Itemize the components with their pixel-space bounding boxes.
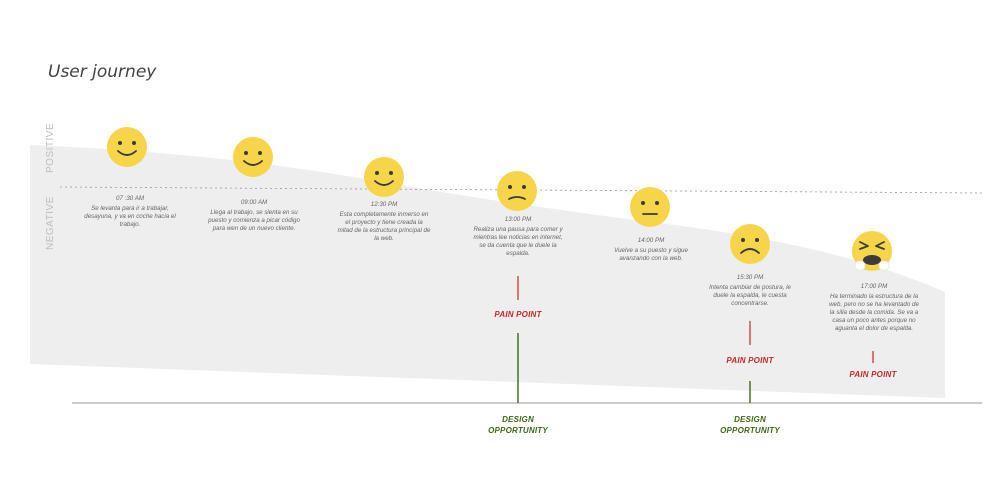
pain-point-label: PAIN POINT <box>494 310 542 319</box>
axis-label-negative: NEGATIVE <box>45 196 56 250</box>
journey-step: 14:00 PM Vuelve a su puesto y sigue avan… <box>606 237 696 263</box>
slightly-sad-face-icon <box>497 171 537 211</box>
journey-step: 17:00 PM Ha terminado la estructura de l… <box>826 283 922 333</box>
step-description: Intenta cambiar de postura, le duele la … <box>709 284 791 307</box>
step-time: 13:00 PM <box>504 216 532 223</box>
pain-point-label: PAIN POINT <box>849 370 897 379</box>
step-description: Realiza una pausa para comer y mientras … <box>473 226 563 257</box>
sad-face-icon <box>730 224 770 264</box>
journey-step: 09:00 AM Llega al trabajo, se sienta en … <box>208 199 300 233</box>
step-description: Ha terminado la estructura de la web, pe… <box>829 293 919 332</box>
happy-face-icon <box>233 137 273 177</box>
step-time: 17:00 PM <box>860 283 888 290</box>
happy-face-icon <box>364 157 404 197</box>
design-opportunity-line2: OPPORTUNITY <box>720 426 780 435</box>
design-opportunity-label: DESIGN OPPORTUNITY <box>473 414 563 436</box>
design-opportunity-line2: OPPORTUNITY <box>488 426 548 435</box>
step-description: Vuelve a su puesto y sigue avanzando con… <box>614 247 688 262</box>
neutral-face-icon <box>630 187 670 227</box>
pain-point-label: PAIN POINT <box>726 356 774 365</box>
axis-label-positive: POSITIVE <box>45 122 56 173</box>
journey-step: 07 :30 AM Se levanta para ir a trabajar,… <box>82 195 178 229</box>
neutral-divider <box>59 186 986 194</box>
step-time: 09:00 AM <box>240 199 268 206</box>
journey-step: 13:00 PM Realiza una pausa para comer y … <box>472 216 564 258</box>
step-description: Se levanta para ir a trabajar, desayuna,… <box>84 205 176 228</box>
step-time: 12:30 PM <box>370 201 398 208</box>
diagram-title: User journey <box>48 62 157 82</box>
step-time: 07 :30 AM <box>116 195 144 202</box>
emotion-band <box>30 145 945 398</box>
journey-step: 15:30 PM Intenta cambiar de postura, le … <box>703 274 797 308</box>
journey-step: 12:30 PM Esta completamente inmerso en e… <box>337 201 431 243</box>
design-opportunity-label: DESIGN OPPORTUNITY <box>705 414 795 436</box>
design-opportunity-line1: DESIGN <box>502 415 534 424</box>
design-opportunity-line1: DESIGN <box>734 415 766 424</box>
step-time: 14:00 PM <box>637 237 665 244</box>
step-description: Llega al trabajo, se sienta en su puesto… <box>208 209 300 232</box>
happy-face-icon <box>107 127 147 167</box>
pain-face-icon <box>852 231 892 271</box>
step-description: Esta completamente inmerso en el proyect… <box>337 211 431 242</box>
step-time: 15:30 PM <box>736 274 764 281</box>
